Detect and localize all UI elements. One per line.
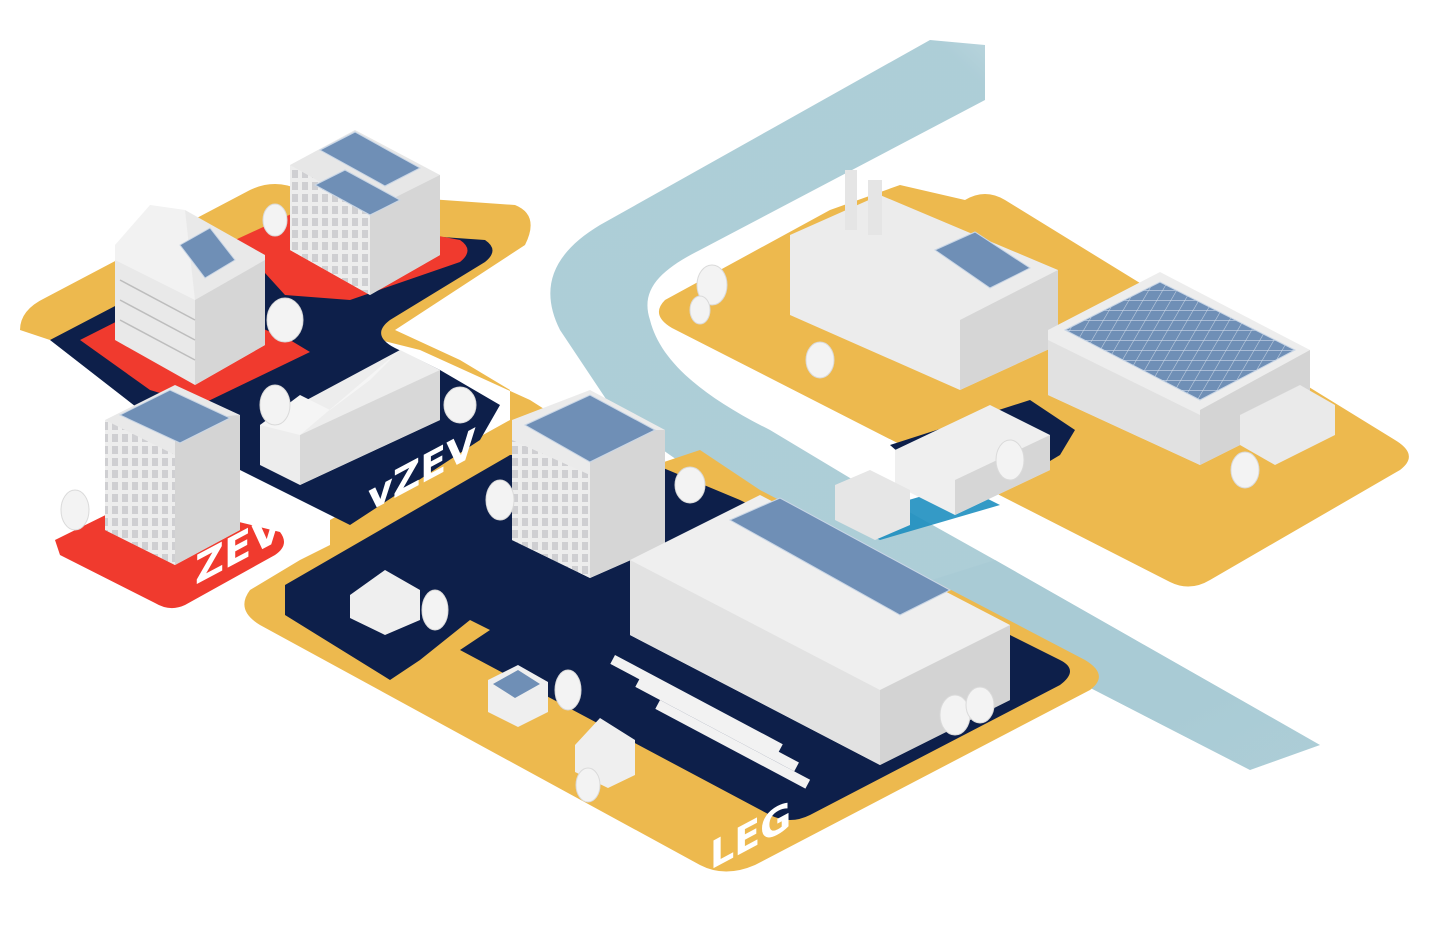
solar-panel-icon (1063, 281, 1297, 401)
solar-panel-icon (933, 231, 1032, 289)
solar-panel-icon (523, 394, 657, 463)
parking-lot (610, 655, 811, 789)
tree-icon (60, 203, 1260, 803)
solar-panel-icon (318, 131, 422, 187)
zev-apartment-building (290, 130, 440, 295)
solar-panel-icon (313, 169, 402, 216)
vzev-row-houses (260, 350, 440, 485)
industrial-plant (790, 170, 1058, 390)
river-upper (550, 40, 1320, 770)
leg-factory (630, 495, 1010, 765)
leg-office-tower (512, 390, 665, 578)
zev-office-tower (105, 385, 240, 565)
zev-house-tall (115, 205, 265, 385)
industrial-warehouse (1048, 272, 1335, 465)
solar-panel-icon (179, 227, 236, 279)
solar-panel-icon (118, 389, 232, 444)
solar-panel-icon (493, 670, 540, 698)
solar-panel-icon (728, 497, 952, 616)
